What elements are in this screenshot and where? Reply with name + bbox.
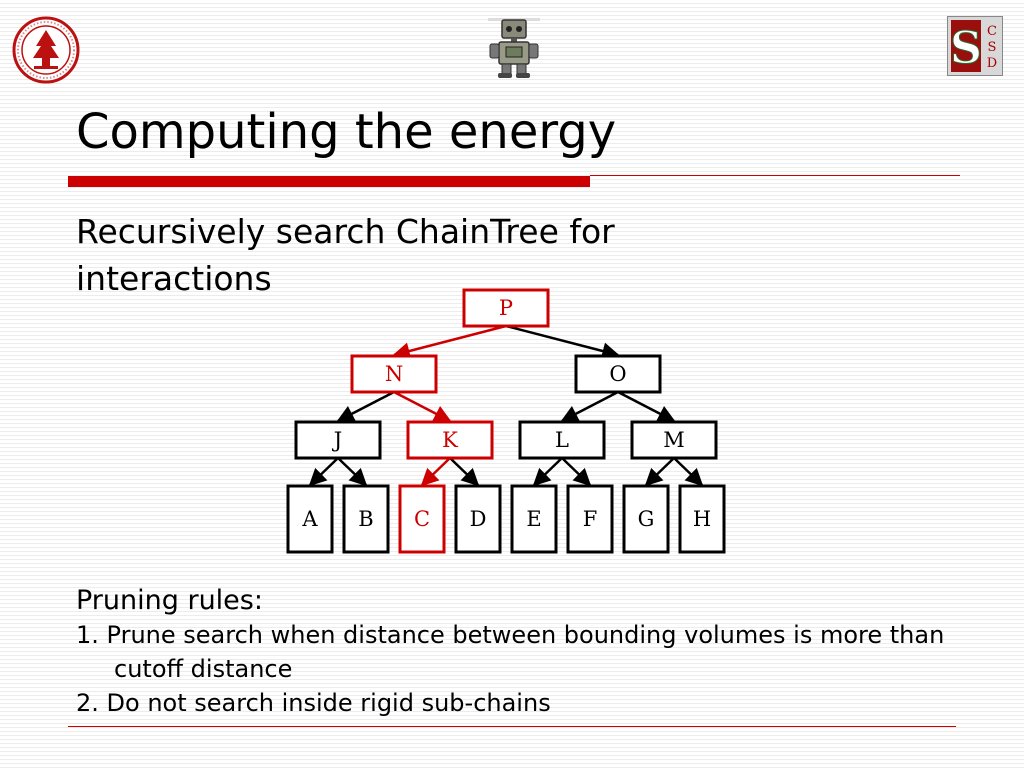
tree-node-label: G xyxy=(638,507,655,531)
tree-node-box xyxy=(510,484,558,554)
tree-edge-l-e xyxy=(532,457,563,487)
tree-node-d: D xyxy=(454,484,502,554)
tree-node-box xyxy=(454,484,502,554)
title-underline-thin xyxy=(590,175,960,176)
tree-node-f: F xyxy=(566,484,614,554)
stanford-csd-logo-icon: S C S D xyxy=(947,16,1003,76)
tree-node-label: E xyxy=(526,507,541,531)
tree-node-box xyxy=(630,420,718,460)
tree-edge-k-c xyxy=(420,457,451,487)
tree-node-label: L xyxy=(555,428,569,452)
tree-node-label: O xyxy=(609,362,626,386)
stanford-seal-icon xyxy=(12,16,80,84)
tree-node-box xyxy=(622,484,670,554)
tree-edge-j-a xyxy=(308,457,339,487)
tree-node-label: A xyxy=(301,507,318,531)
robot-icon xyxy=(488,18,540,78)
csd-letter-s: S xyxy=(988,40,997,55)
tree-edge-o-m xyxy=(617,390,676,423)
tree-node-label: D xyxy=(470,507,487,531)
tree-edge-n-j xyxy=(336,390,395,423)
tree-node-box xyxy=(294,420,382,460)
tree-node-a: A xyxy=(286,484,334,554)
tree-node-label: C xyxy=(414,507,430,531)
tree-edge-m-g xyxy=(644,457,675,487)
tree-node-m: M xyxy=(630,420,718,460)
tree-edge-k-d xyxy=(449,457,480,487)
pruning-rule-1: 1. Prune search when distance between bo… xyxy=(76,621,945,683)
footer-rule xyxy=(68,726,956,727)
tree-edge-m-h xyxy=(673,457,704,487)
tree-edge-p-o xyxy=(505,324,620,360)
pruning-rules: Pruning rules: 1. Prune search when dist… xyxy=(76,584,976,720)
tree-node-label: F xyxy=(583,507,598,531)
tree-node-box xyxy=(518,420,606,460)
tree-edge-o-l xyxy=(560,390,619,423)
tree-node-k: K xyxy=(406,420,494,460)
tree-node-l: L xyxy=(518,420,606,460)
pruning-rules-heading: Pruning rules: xyxy=(76,585,263,616)
tree-edge-j-b xyxy=(337,457,368,487)
tree-node-o: O xyxy=(574,354,662,394)
slide-subtitle: Recursively search ChainTree for interac… xyxy=(76,212,615,298)
tree-node-n: N xyxy=(350,354,438,394)
tree-node-label: J xyxy=(332,428,342,452)
tree-node-box xyxy=(678,484,726,554)
title-underline-thick xyxy=(68,176,590,187)
tree-node-label: H xyxy=(693,507,711,531)
slide-title: Computing the energy xyxy=(76,104,617,160)
tree-node-label: P xyxy=(499,296,513,320)
tree-node-box xyxy=(406,420,494,460)
svg-text:S: S xyxy=(950,23,982,74)
tree-node-b: B xyxy=(342,484,390,554)
tree-node-label: N xyxy=(385,362,403,386)
tree-node-box xyxy=(350,354,438,394)
tree-node-box xyxy=(566,484,614,554)
tree-node-p: P xyxy=(462,288,550,328)
tree-node-box xyxy=(398,484,446,554)
tree-node-box xyxy=(574,354,662,394)
tree-node-h: H xyxy=(678,484,726,554)
tree-node-label: K xyxy=(442,428,458,452)
tree-edge-p-n xyxy=(392,324,507,360)
tree-edge-n-k xyxy=(393,390,452,423)
csd-letter-d: D xyxy=(987,56,997,71)
tree-node-label: B xyxy=(358,507,373,531)
tree-node-c: C xyxy=(398,484,446,554)
tree-node-box xyxy=(342,484,390,554)
tree-node-e: E xyxy=(510,484,558,554)
tree-node-box xyxy=(286,484,334,554)
csd-letter-c: C xyxy=(987,24,997,39)
tree-node-label: M xyxy=(663,428,685,452)
tree-node-j: J xyxy=(294,420,382,460)
tree-edge-l-f xyxy=(561,457,592,487)
tree-node-g: G xyxy=(622,484,670,554)
tree-node-box xyxy=(462,288,550,328)
pruning-rule-2: 2. Do not search inside rigid sub-chains xyxy=(76,689,551,717)
